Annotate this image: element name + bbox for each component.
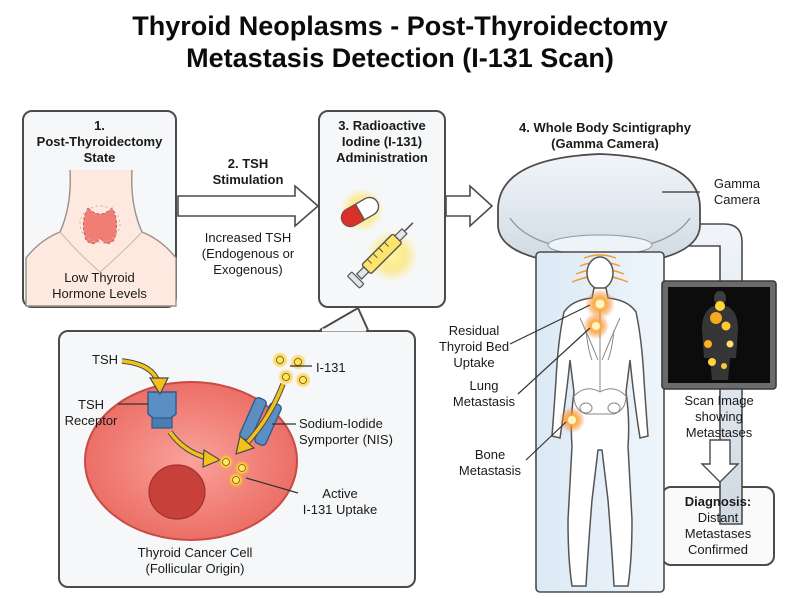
gamma-camera-label: Gamma Camera bbox=[702, 176, 772, 208]
capsule-icon bbox=[340, 196, 380, 228]
title-line-2: Metastasis Detection (I-131 Scan) bbox=[186, 43, 614, 73]
tsh-receptor-label: TSH Receptor bbox=[62, 397, 120, 429]
arrow-step3-to-step4 bbox=[445, 184, 494, 228]
step2-heading-1: 2. TSH bbox=[227, 156, 269, 171]
step3-heading-3: Administration bbox=[336, 150, 428, 165]
lung-label-1: Lung bbox=[469, 378, 499, 393]
lung-metastasis-label: Lung Metastasis bbox=[446, 378, 522, 410]
lung-label-2: Metastasis bbox=[452, 394, 516, 409]
step2-caption-line-3: Exogenous) bbox=[213, 262, 283, 277]
cell-nucleus bbox=[148, 464, 206, 520]
residual-label-3: Uptake bbox=[453, 355, 495, 370]
diagnosis-heading: Diagnosis: bbox=[684, 494, 752, 509]
uptake-label: Active I-131 Uptake bbox=[290, 486, 390, 518]
step1-caption: Low Thyroid Hormone Levels bbox=[22, 270, 177, 302]
step2-caption-line-1: Increased TSH bbox=[204, 230, 292, 245]
step1-heading: Post-Thyroidectomy bbox=[36, 134, 163, 149]
i131-label: I-131 bbox=[316, 360, 346, 375]
step2-title: 2. TSH Stimulation bbox=[178, 156, 318, 188]
residual-label-2: Thyroid Bed bbox=[438, 339, 510, 354]
step4-heading-2: (Gamma Camera) bbox=[551, 136, 659, 151]
tsh-receptor-label-2: Receptor bbox=[64, 413, 118, 428]
thyroid-remnant-icon bbox=[79, 205, 121, 244]
gamma-camera-label-2: Camera bbox=[713, 192, 761, 207]
title-line-1: Thyroid Neoplasms - Post-Thyroidectomy bbox=[132, 11, 668, 41]
syringe-glow bbox=[366, 230, 418, 282]
i131-particles bbox=[272, 352, 311, 388]
step1-heading-2: State bbox=[83, 150, 116, 165]
step3-heading-1: 3. Radioactive bbox=[338, 118, 426, 133]
cell-name-label-2: (Follicular Origin) bbox=[145, 561, 245, 576]
step1-caption-line-2: Hormone Levels bbox=[52, 286, 147, 301]
scan-caption: Scan Image showing Metastases bbox=[660, 393, 778, 441]
i131-arrow bbox=[235, 383, 286, 455]
nis-label-2: Symporter (NIS) bbox=[299, 432, 393, 447]
bone-label-1: Bone bbox=[474, 447, 506, 462]
cell-name-label-1: Thyroid Cancer Cell bbox=[137, 545, 253, 560]
gamma-camera-label-1: Gamma bbox=[713, 176, 761, 191]
body-hotspots bbox=[559, 289, 615, 433]
scan-image-monitor bbox=[661, 280, 777, 390]
residual-label-1: Residual bbox=[448, 323, 500, 338]
syringe-icon bbox=[347, 222, 414, 289]
callout-pointer bbox=[319, 306, 369, 331]
arrow-to-diagnosis bbox=[700, 439, 740, 483]
step1-caption-line-1: Low Thyroid bbox=[64, 270, 135, 285]
tsh-arrow bbox=[121, 358, 169, 396]
patient-body bbox=[551, 256, 649, 587]
residual-uptake-label: Residual Thyroid Bed Uptake bbox=[436, 323, 512, 371]
scan-caption-2: showing bbox=[695, 409, 743, 424]
tsh-label: TSH bbox=[92, 352, 118, 367]
nis-label: Sodium-Iodide Symporter (NIS) bbox=[299, 416, 393, 448]
nis-label-1: Sodium-Iodide bbox=[299, 416, 383, 431]
step4-title: 4. Whole Body Scintigraphy (Gamma Camera… bbox=[496, 120, 714, 152]
diagnosis-text: Diagnosis: Distant Metastases Confirmed bbox=[661, 494, 775, 558]
diagnosis-line-2: Metastases bbox=[684, 526, 752, 541]
body-leader-lines bbox=[509, 304, 591, 461]
diagnosis-line-3: Confirmed bbox=[688, 542, 748, 557]
thyroid-cancer-cell bbox=[84, 381, 298, 541]
skeleton-sketch bbox=[573, 300, 627, 415]
step2-caption-line-2: (Endogenous or bbox=[201, 246, 295, 261]
step2-heading-2: Stimulation bbox=[212, 172, 284, 187]
scan-caption-3: Metastases bbox=[685, 425, 753, 440]
uptake-label-2: I-131 Uptake bbox=[302, 502, 378, 517]
step1-title: 1. Post-Thyroidectomy State bbox=[22, 118, 177, 166]
scan-caption-1: Scan Image bbox=[684, 393, 754, 408]
tsh-receptor-label-1: TSH bbox=[78, 397, 104, 412]
step2-caption: Increased TSH (Endogenous or Exogenous) bbox=[178, 230, 318, 278]
signal-arrow bbox=[167, 430, 222, 468]
step4-heading-1: 4. Whole Body Scintigraphy bbox=[519, 120, 691, 135]
arrow-step1-to-step3 bbox=[177, 184, 320, 228]
cell-name-label: Thyroid Cancer Cell (Follicular Origin) bbox=[110, 545, 280, 577]
uptake-label-1: Active bbox=[322, 486, 358, 501]
bone-metastasis-label: Bone Metastasis bbox=[452, 447, 528, 479]
bone-label-2: Metastasis bbox=[458, 463, 522, 478]
tsh-receptor-icon bbox=[147, 391, 177, 429]
step3-heading-2: Iodine (I-131) bbox=[341, 134, 423, 149]
diagnosis-line-1: Distant bbox=[697, 510, 739, 525]
step3-title: 3. Radioactive Iodine (I-131) Administra… bbox=[318, 118, 446, 166]
cell-leader-lines bbox=[118, 365, 312, 494]
i131-uptake-particles bbox=[218, 454, 250, 488]
step1-number: 1. bbox=[94, 118, 105, 133]
page-title: Thyroid Neoplasms - Post-Thyroidectomy M… bbox=[0, 10, 800, 74]
